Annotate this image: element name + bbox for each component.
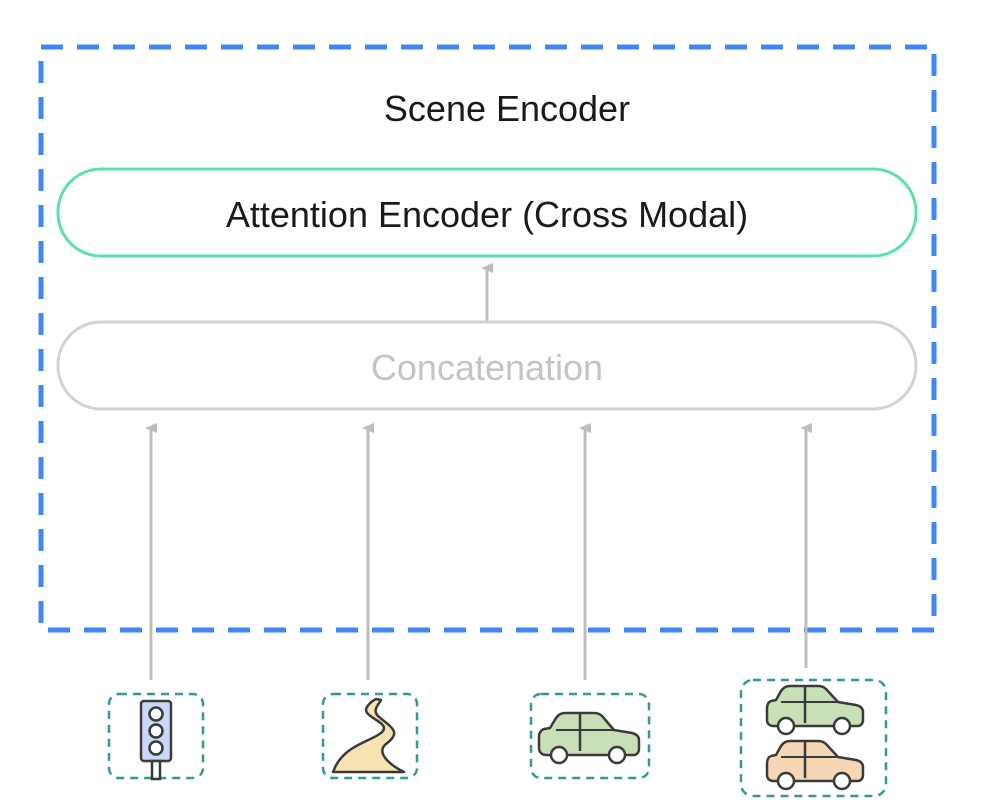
tan-car-icon [765, 739, 865, 791]
traffic-light-input [107, 692, 205, 781]
attention-encoder-box [56, 167, 918, 258]
concatenation-box [56, 320, 918, 411]
green-car-icon [765, 684, 865, 736]
concatenation-label: Concatenation [371, 347, 603, 388]
other-cars-input [739, 678, 888, 798]
traffic-light-icon [139, 699, 173, 781]
scene-encoder-box [38, 44, 937, 633]
cars-icon [765, 684, 865, 791]
road-icon [331, 697, 406, 774]
car-icon [537, 711, 641, 765]
agent-car-input [529, 692, 651, 780]
scene-encoder-title: Scene Encoder [384, 88, 630, 129]
attention-encoder-label: Attention Encoder (Cross Modal) [226, 194, 748, 235]
road-input [321, 692, 419, 780]
